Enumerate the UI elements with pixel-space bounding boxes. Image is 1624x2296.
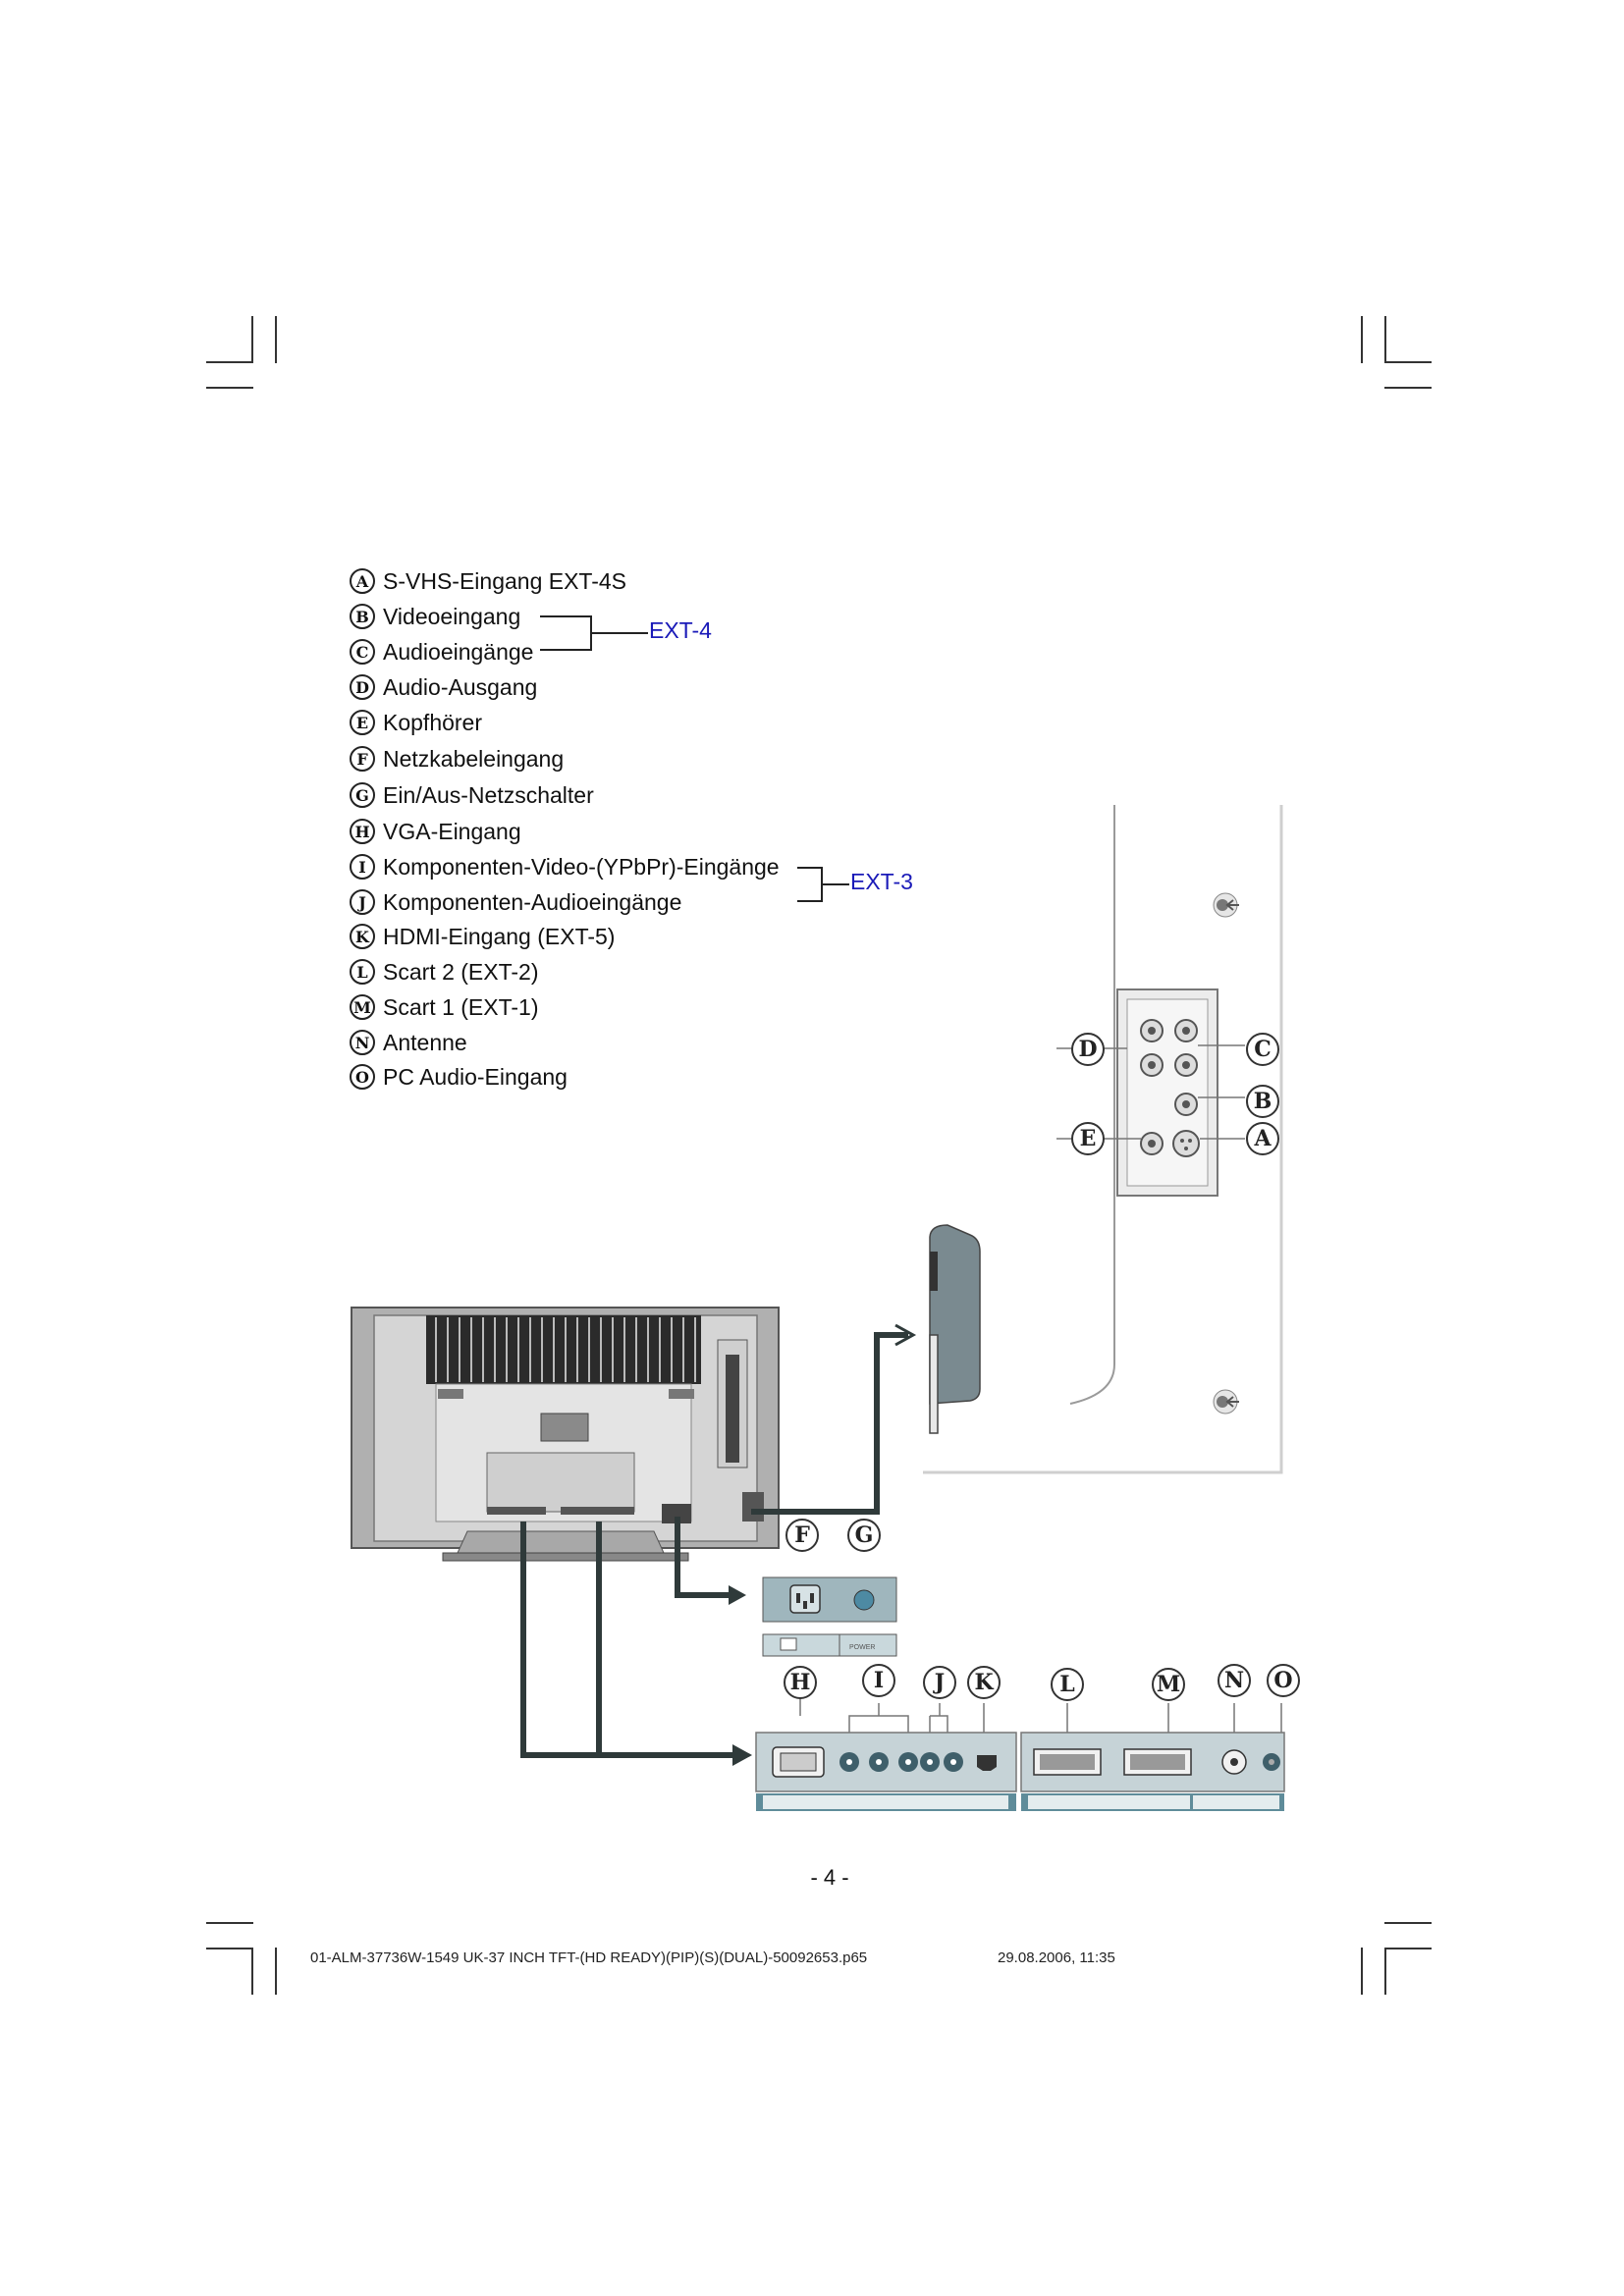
legend-label: Scart 1 (EXT-1) [383,993,539,1020]
legend-label: S-VHS-Eingang EXT-4S [383,567,627,594]
callout-b: B [1246,1085,1279,1118]
badge-g: G [350,782,375,808]
pc-audio-port [1263,1753,1280,1771]
legend-item-d: D Audio-Ausgang [350,670,537,704]
legend-label: Scart 2 (EXT-2) [383,958,539,985]
callout-a: A [1246,1122,1279,1155]
callout-j: J [923,1666,956,1699]
badge-b: B [350,604,375,629]
side-jack-panel [1116,988,1218,1197]
ext4-bracket [540,615,592,651]
legend-label: VGA-Eingang [383,818,521,844]
vga-port [772,1746,825,1778]
legend-item-b: B Videoeingang [350,600,520,633]
legend-label: Komponenten-Video-(YPbPr)-Eingänge [383,853,780,880]
callout-h: H [784,1666,817,1699]
badge-e: E [350,710,375,735]
badge-o: O [350,1064,375,1090]
page-number: - 4 - [810,1865,849,1890]
ext3-label: EXT-3 [850,869,913,894]
callout-c: C [1246,1033,1279,1066]
badge-k: K [350,924,375,949]
antenna-port [1221,1749,1247,1775]
badge-l: L [350,959,375,985]
callout-i: I [862,1664,895,1697]
legend-label: Antenne [383,1029,467,1055]
badge-d: D [350,674,375,700]
badge-m: M [350,994,375,1020]
callout-g: G [847,1519,881,1552]
power-label: POWER [849,1644,875,1651]
legend-item-o: O PC Audio-Eingang [350,1060,568,1094]
callout-l: L [1051,1668,1084,1701]
side-panel-illustration [923,805,1283,1474]
legend-item-a: A S-VHS-Eingang EXT-4S [350,564,626,598]
tv-side-profile [929,1224,981,1434]
legend-item-j: J Komponenten-Audioeingänge [350,885,681,919]
tv-rear-view [351,1307,780,1562]
legend-label: Ein/Aus-Netzschalter [383,781,594,808]
legend-item-l: L Scart 2 (EXT-2) [350,955,538,988]
legend-label: Kopfhörer [383,709,483,735]
callout-e: E [1071,1122,1105,1155]
hdmi-port [977,1755,997,1771]
legend-label: Komponenten-Audioeingänge [383,888,682,915]
badge-h: H [350,819,375,844]
callout-n: N [1218,1664,1251,1697]
footer-filename: 01-ALM-37736W-1549 UK-37 INCH TFT-(HD RE… [310,1949,868,1966]
scart-ports [1033,1748,1192,1776]
legend-label: Videoeingang [383,603,521,629]
legend-item-i: I Komponenten-Video-(YPbPr)-Eingänge [350,850,780,883]
ext3-bracket [797,867,823,902]
callout-d: D [1071,1033,1105,1066]
callout-k: K [967,1666,1001,1699]
callout-f: F [785,1519,819,1552]
callout-m: M [1152,1668,1185,1701]
legend-item-e: E Kopfhörer [350,706,482,739]
legend-label: Audio-Ausgang [383,673,538,700]
legend-item-g: G Ein/Aus-Netzschalter [350,778,594,812]
badge-i: I [350,854,375,880]
screw-hole-icon [1213,892,1239,918]
legend-item-c: C Audioeingänge [350,635,533,668]
component-jacks [839,1752,963,1772]
connection-arrows [520,1323,917,1766]
legend-label: Audioeingänge [383,638,534,665]
legend-label: HDMI-Eingang (EXT-5) [383,923,616,949]
ext4-label: EXT-4 [649,617,712,643]
power-module: POWER [762,1576,897,1657]
callout-o: O [1267,1664,1300,1697]
screw-hole-icon [1213,1389,1239,1415]
legend-label: PC Audio-Eingang [383,1063,568,1090]
badge-n: N [350,1030,375,1055]
rear-connector-panel [755,1698,1285,1811]
legend-item-h: H VGA-Eingang [350,815,521,848]
ext4-bracket-tail [591,632,648,634]
legend-item-n: N Antenne [350,1026,467,1059]
badge-j: J [350,889,375,915]
footer-date: 29.08.2006, 11:35 [998,1949,1115,1966]
badge-a: A [350,568,375,594]
badge-f: F [350,746,375,772]
ext3-bracket-tail [822,883,849,885]
legend-item-k: K HDMI-Eingang (EXT-5) [350,920,615,953]
legend-item-f: F Netzkabeleingang [350,742,564,775]
legend-item-m: M Scart 1 (EXT-1) [350,990,538,1024]
badge-c: C [350,639,375,665]
legend-label: Netzkabeleingang [383,745,565,772]
